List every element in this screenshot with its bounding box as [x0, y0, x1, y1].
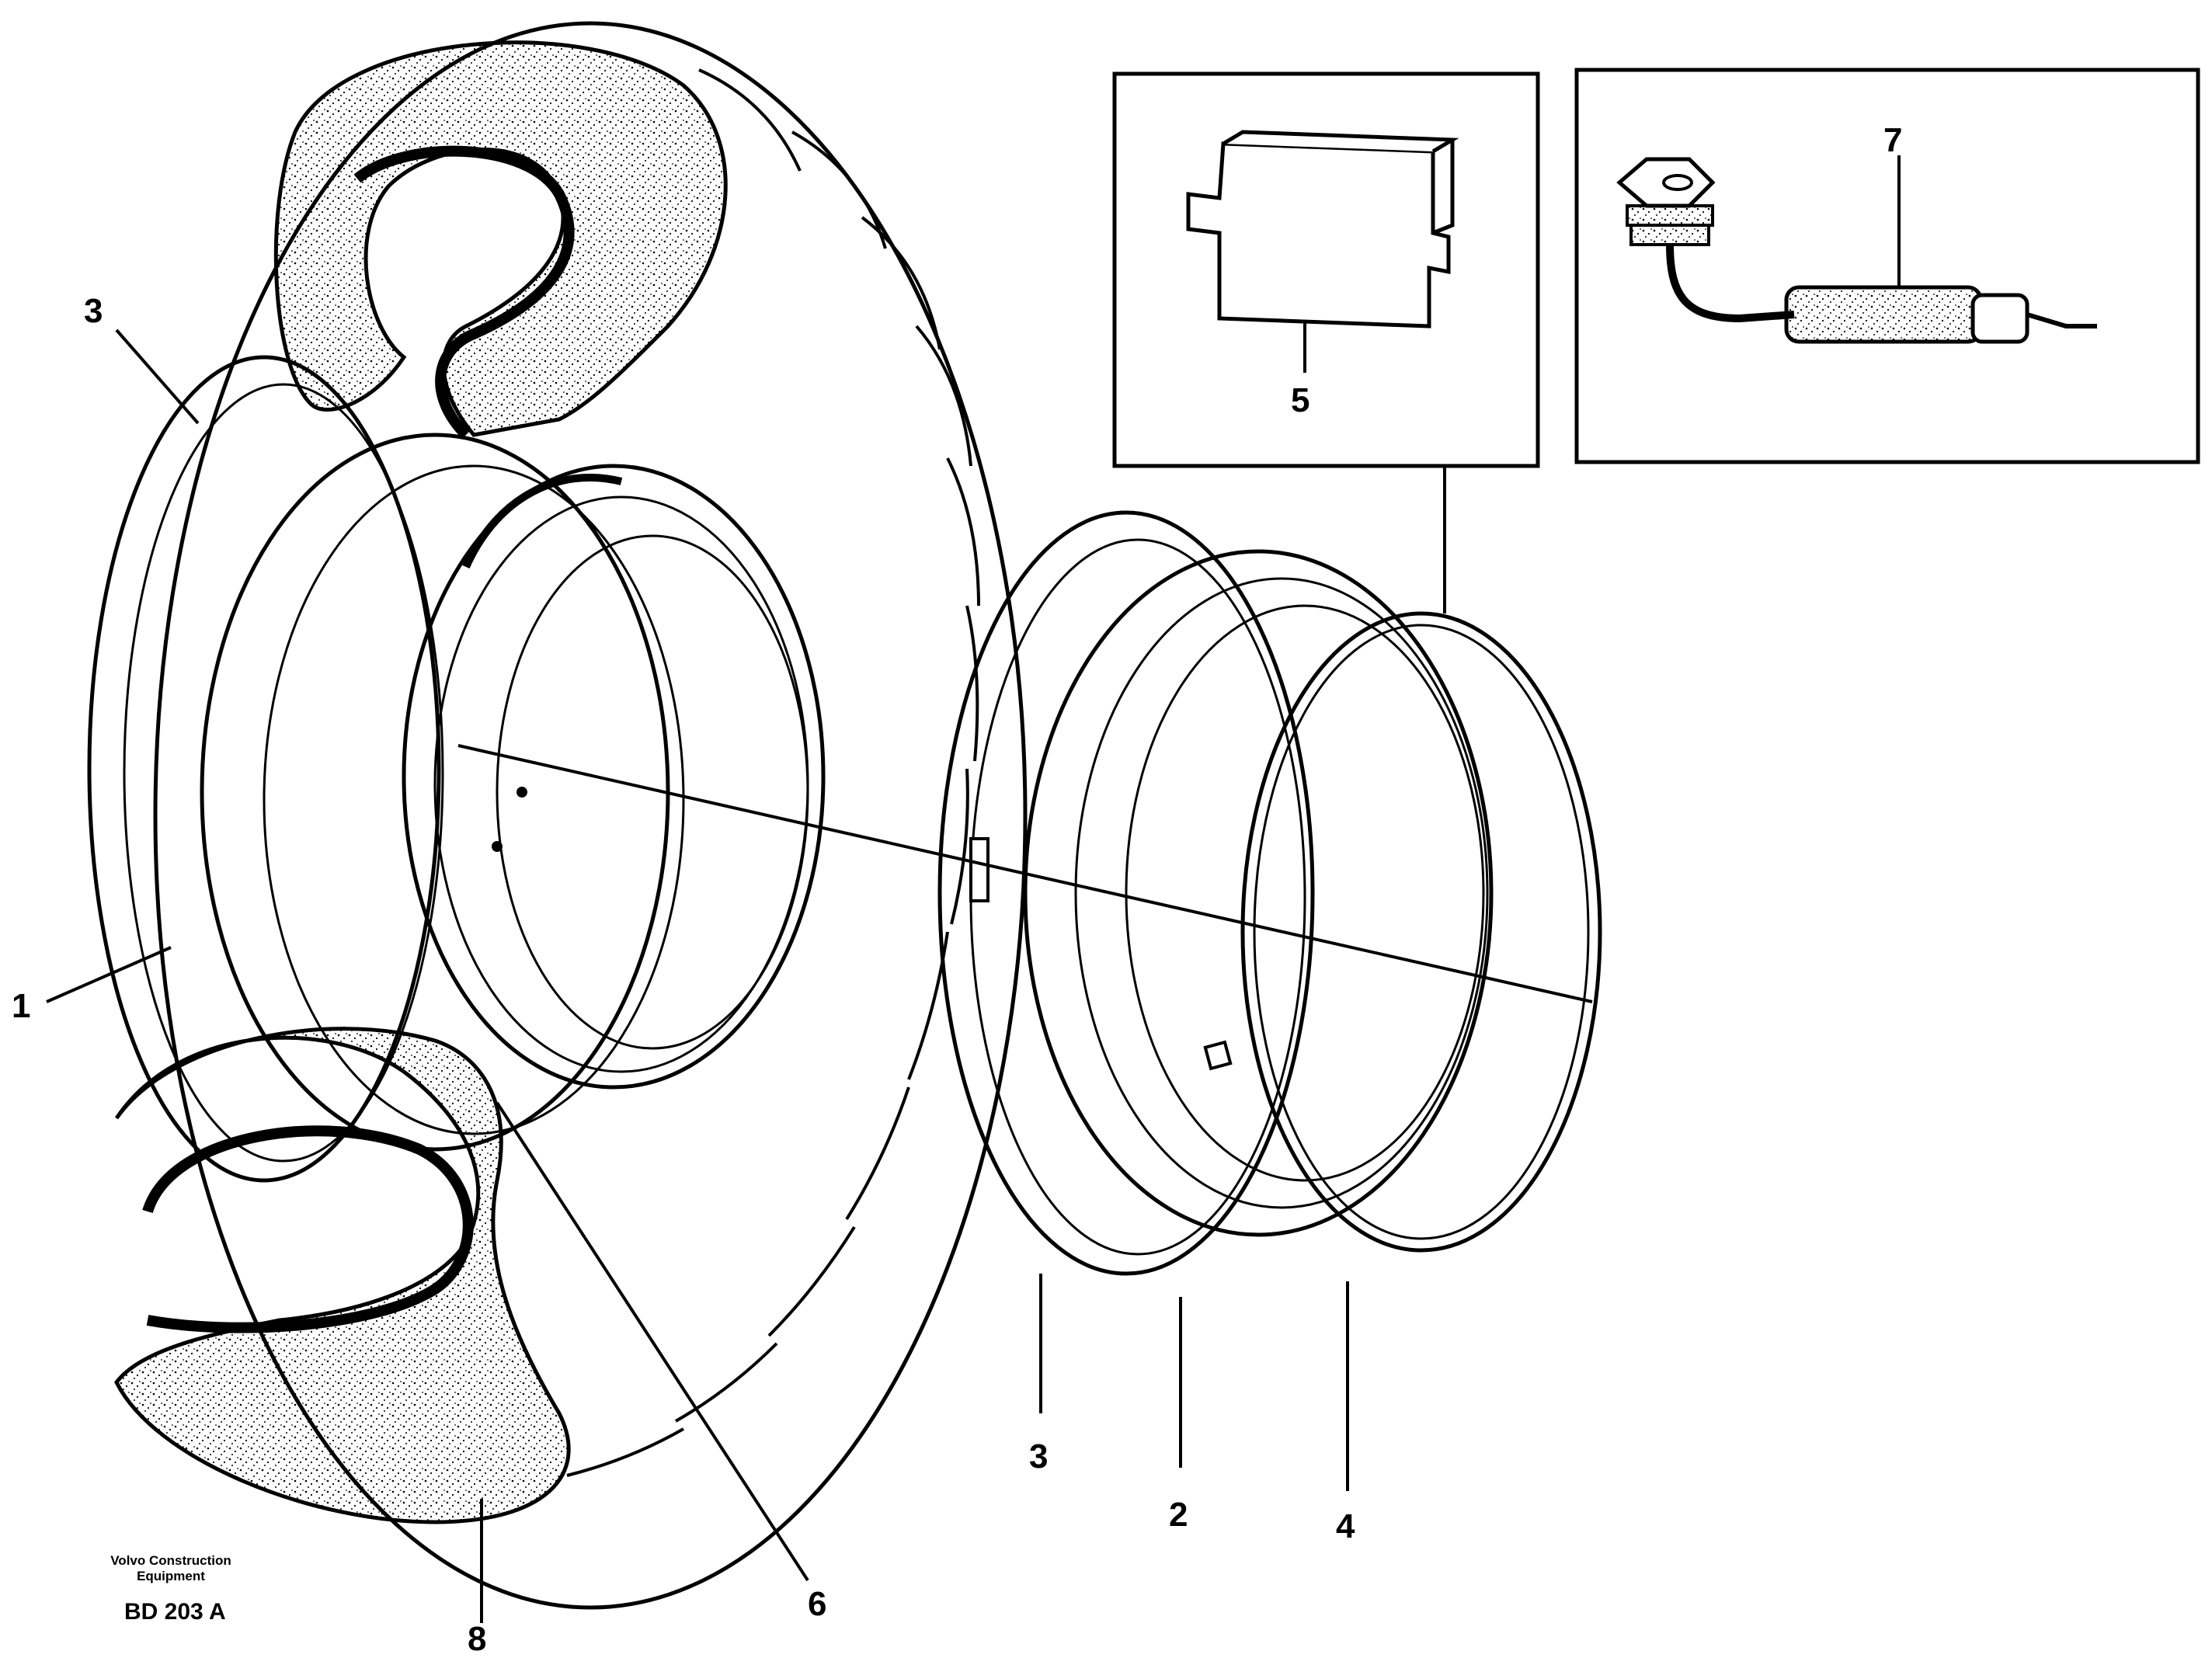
lock-ring-4: [1240, 611, 1602, 1253]
rim-bore-inner: [496, 534, 809, 1050]
tire-upper-inner-liner: [353, 145, 575, 439]
flange-ring-3: [937, 510, 1315, 1276]
callout-5: 5: [1291, 381, 1309, 419]
callout-6: 6: [808, 1585, 826, 1623]
rim-outer-flange-inner: [123, 383, 444, 1163]
rim-bore-shadow: [462, 473, 623, 569]
rim-bolt-hole-2: [492, 841, 503, 852]
footer-company-line1: Volvo Construction: [110, 1553, 231, 1568]
valve-cap: [1970, 293, 2029, 344]
mounted-rim: [87, 355, 826, 1183]
bead-seat-band-2: [1023, 549, 1494, 1237]
valve-washer-2: [1629, 224, 1710, 246]
wedge-block-5: [1186, 141, 1451, 328]
tire-lower-inner-liner: [142, 1125, 474, 1333]
leader-lines: [46, 328, 1349, 1623]
rim-base-inner: [263, 464, 685, 1135]
wedge-block-5-side: [1432, 140, 1455, 235]
figure-code: BD 203 A: [124, 1599, 226, 1625]
lock-ring-clip: [1203, 1040, 1233, 1071]
bead-seat-band-2-lip: [1125, 604, 1485, 1182]
leader-line-1: [46, 946, 172, 1003]
tire-upper-section: [273, 40, 728, 437]
callout-3-top: 3: [84, 292, 103, 330]
tire-lower-section: [114, 1027, 571, 1524]
callout-1: 1: [12, 987, 30, 1025]
callout-2: 2: [1169, 1496, 1188, 1534]
tire-outer-body: [153, 21, 1028, 1610]
bead-seat-band-2-inner: [1074, 577, 1489, 1209]
tire: [114, 21, 1028, 1610]
callout-8: 8: [468, 1620, 486, 1658]
tire-tread-lugs: [566, 68, 980, 1477]
callout-3-bottom: 3: [1029, 1437, 1048, 1476]
o-ring-seal: [402, 464, 826, 1090]
callout-7: 7: [1883, 121, 1902, 159]
leader-line-6: [496, 1101, 809, 1582]
wedge-block-5-top: [1222, 130, 1459, 154]
rim-outer-flange: [87, 355, 441, 1183]
callout-4: 4: [1336, 1507, 1355, 1545]
valve-stem-bend: [1666, 244, 1795, 323]
lock-ring-4-inner: [1253, 624, 1590, 1240]
detail-box-7-frame: [1574, 68, 2200, 464]
wheel-axis-line: [457, 744, 1593, 1003]
valve-core-tip: [2026, 312, 2097, 328]
exploded-rings: [937, 510, 1602, 1276]
footer-company-line2: Equipment: [137, 1569, 205, 1583]
valve-body-7: [1784, 285, 1983, 344]
valve-washer-1: [1626, 204, 1714, 227]
leader-line-3-top: [115, 328, 200, 425]
o-ring-key: [969, 837, 989, 902]
detail-box-part-5: 5: [1112, 71, 1540, 613]
valve-nut-slot: [1662, 174, 1693, 191]
rim-bolt-hole-1: [516, 787, 527, 798]
detail-box-part-7: 7: [1574, 68, 2200, 464]
